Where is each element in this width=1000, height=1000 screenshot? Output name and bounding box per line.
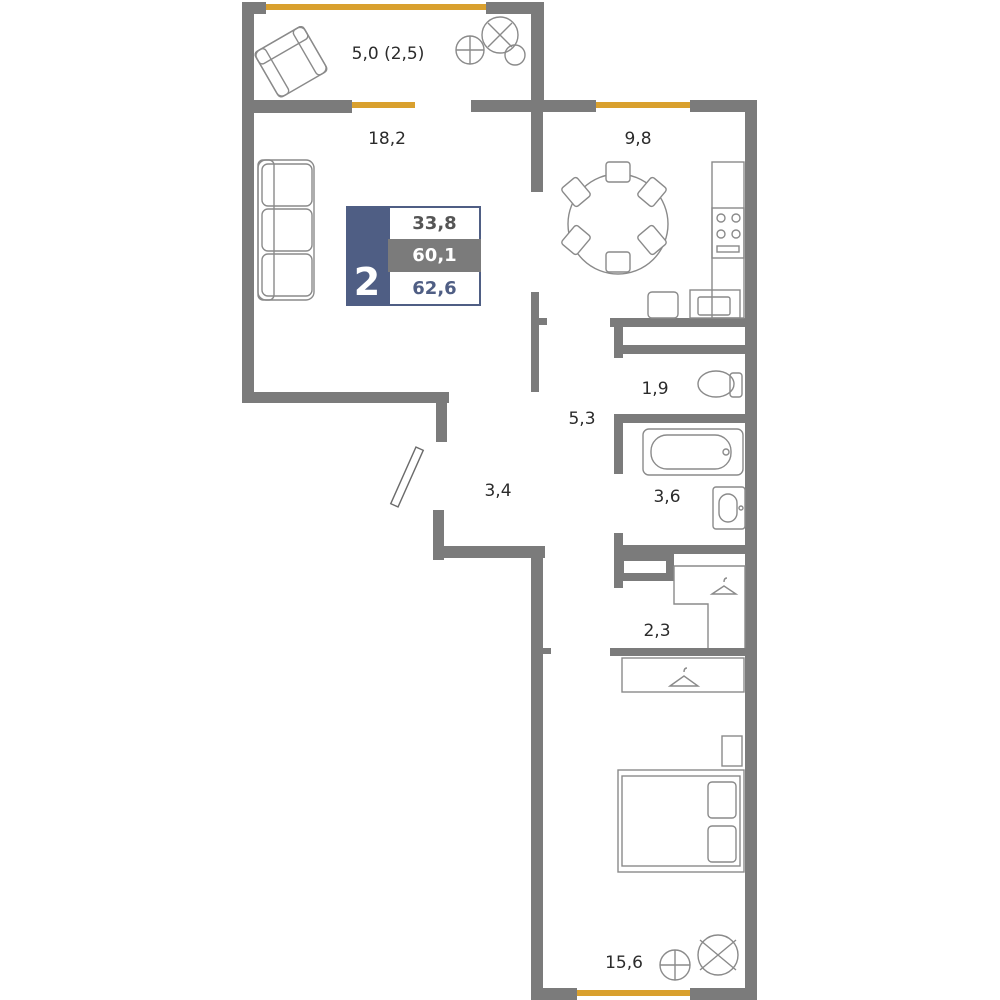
entrance-door [389,446,425,508]
walls [242,2,757,1000]
corridor-area: 5,3 [568,409,596,429]
living-room-area: 18,2 [368,129,406,149]
kitchen-area: 9,8 [624,129,652,149]
plant-icon [455,16,526,66]
bed-icon [617,735,745,873]
area-with-balcony-value: 62,6 [388,272,481,306]
apartment-summary-badge: 2 33,8 60,1 62,6 [346,206,481,306]
plant-icon [659,934,739,981]
balcony-area: 5,0 (2,5) [351,44,425,64]
sofa-icon [257,159,315,301]
kitchen-counter-icon [647,161,745,319]
balcony-armchair-icon [254,25,328,98]
closet-area: 2,3 [643,621,671,641]
dining-table-icon [561,161,669,275]
windows [266,4,690,996]
wardrobe-icon [621,657,745,693]
sink-icon [712,486,746,530]
total-area-value: 60,1 [388,239,481,272]
toilet-area: 1,9 [641,379,669,399]
toilet-icon [697,370,743,398]
bathtub-icon [642,428,744,476]
bedroom-area: 15,6 [605,953,643,973]
living-area-value: 33,8 [388,206,481,239]
room-count: 2 [346,206,388,306]
hall-area: 3,4 [484,481,512,501]
wardrobe-icon [673,565,746,648]
bathroom-area: 3,6 [653,487,681,507]
